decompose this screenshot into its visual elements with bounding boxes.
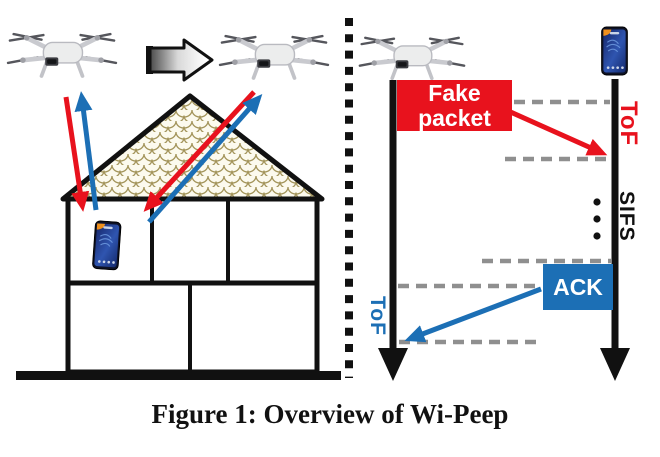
ground-line (16, 371, 341, 380)
ack-label: ACK (543, 264, 613, 310)
figure-caption: Figure 1: Overview of Wi-Peep (151, 399, 509, 429)
uplink-signal-arrow-1 (74, 91, 99, 211)
downlink-signal-arrow-1 (63, 96, 90, 212)
wi-peep-diagram (0, 18, 630, 381)
signal-arrows (63, 90, 263, 224)
drone-timeline-arrowhead (378, 348, 408, 381)
smartphone-icon (601, 26, 628, 76)
fake-packet-label: Fake packet (397, 80, 512, 131)
smartphone-icon (91, 220, 122, 271)
fake-packet-arrow (504, 107, 608, 156)
house (16, 93, 341, 380)
timing-diagram (360, 26, 630, 381)
house-roof (60, 93, 325, 202)
uplink-signal-arrow-2 (147, 94, 263, 224)
drone-icon (220, 36, 328, 78)
tof-upload-label: ToF (366, 296, 389, 336)
drone-icon (360, 38, 464, 79)
tof-download-label: ToF (615, 101, 642, 147)
downlink-signal-arrow-2 (143, 90, 256, 212)
drone-icon (8, 34, 116, 76)
ellipsis-dots (593, 198, 601, 240)
phone-timeline-arrowhead (600, 348, 630, 381)
block-arrow-right-icon (146, 38, 214, 82)
house-lower-floor (65, 280, 320, 375)
sifs-label: SIFS (615, 191, 638, 242)
ack-arrow (404, 286, 542, 343)
